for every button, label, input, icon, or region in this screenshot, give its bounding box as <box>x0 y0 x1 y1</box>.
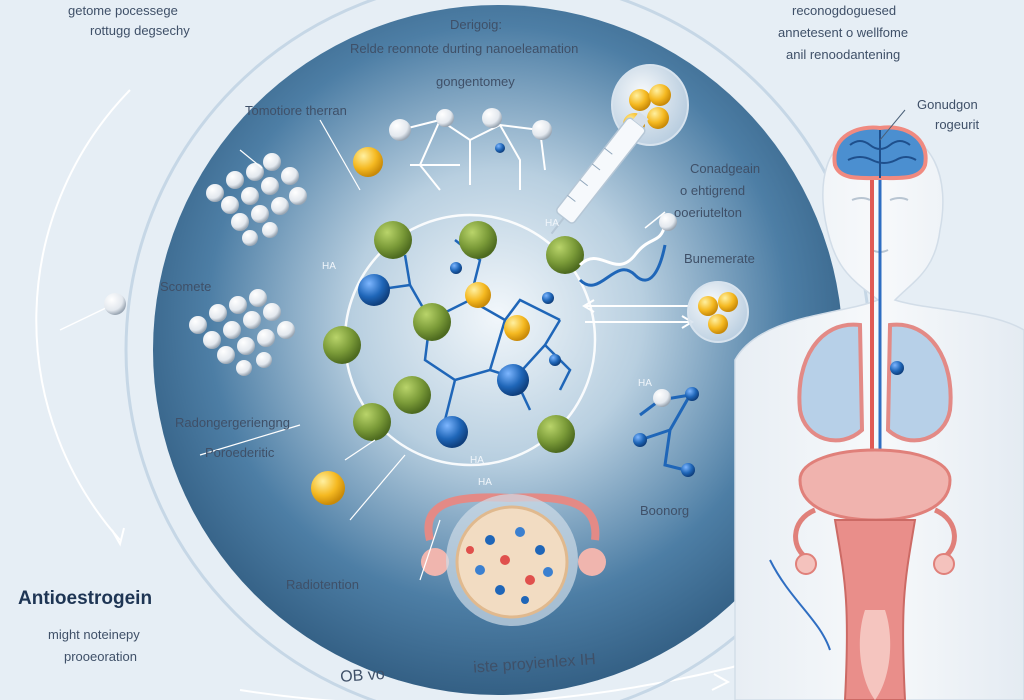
label-ha-4: HA <box>470 455 484 466</box>
follicle-cell-icon <box>421 493 606 626</box>
label-ha-3: HA <box>638 378 652 389</box>
label-top-left-1: getome pocessege <box>68 3 178 18</box>
label-poroedernic: Poroederitic <box>205 445 275 460</box>
label-gonudgon-2: rogeurit <box>935 117 980 132</box>
white-ball-cluster-top <box>206 153 307 246</box>
label-conadgeain-2: o ehtigrend <box>680 183 746 198</box>
dna-helix-icon <box>578 213 677 287</box>
label-top-center-1: Derigoig: <box>450 17 503 32</box>
label-bunemerate: Bunemerate <box>684 251 755 266</box>
pointer-line <box>59 305 111 331</box>
label-ha-5: HA <box>478 477 492 488</box>
label-boonorg: Boonorg <box>640 503 690 518</box>
syringe-icon <box>550 64 689 235</box>
central-molecule-atoms <box>311 221 584 505</box>
label-top-left-2: rottugg degsechy <box>90 23 190 38</box>
pointer-line <box>879 109 906 141</box>
label-conadgeain-1: Conadgeain <box>690 161 761 176</box>
white-ball-cluster-mid <box>189 289 295 376</box>
brain-icon <box>832 125 928 181</box>
label-top-right-1: reconogdoguesed <box>792 3 897 18</box>
label-antioestrogen: Antioestrogein <box>18 588 153 609</box>
label-radiotention: Radiotention <box>286 577 359 592</box>
arrow-head-icon <box>111 527 125 547</box>
right-molecule <box>633 387 699 477</box>
label-ha-1: HA <box>322 261 336 272</box>
label-bottom-left-2: prooeoration <box>64 649 137 664</box>
label-scomete: Scomete <box>160 279 212 294</box>
human-body-icon <box>734 125 1024 700</box>
pointer-line <box>644 211 666 229</box>
upper-molecule-bonds <box>399 118 546 191</box>
free-ball <box>104 293 126 315</box>
outer-arc-left <box>35 89 131 541</box>
label-pointers <box>199 119 441 581</box>
label-top-center-2: Relde reonnote durting nanoeleamation <box>350 41 579 56</box>
label-tomotiore: Tomotiore therran <box>245 103 347 118</box>
transfer-arrows <box>582 299 694 329</box>
label-conadgeain-3: ooeriutelton <box>674 205 742 220</box>
arrow-head-icon <box>711 673 731 691</box>
label-top-right-2: annetesent o wellfome <box>778 25 909 40</box>
label-gonudgon-1: Gonudgon <box>917 97 978 112</box>
label-bottom-left-1: might noteinepy <box>48 627 140 642</box>
label-radong: Radongergeriengng <box>175 415 290 430</box>
upper-molecule-atoms <box>353 108 552 177</box>
outer-arc-bottom <box>239 659 761 700</box>
label-ha-2: HA <box>545 218 559 229</box>
main-circle <box>153 5 843 695</box>
label-top-right-3: anil renoodantening <box>786 47 901 62</box>
label-top-center-3: gongentomey <box>436 74 515 89</box>
yellow-bubble <box>687 281 749 343</box>
